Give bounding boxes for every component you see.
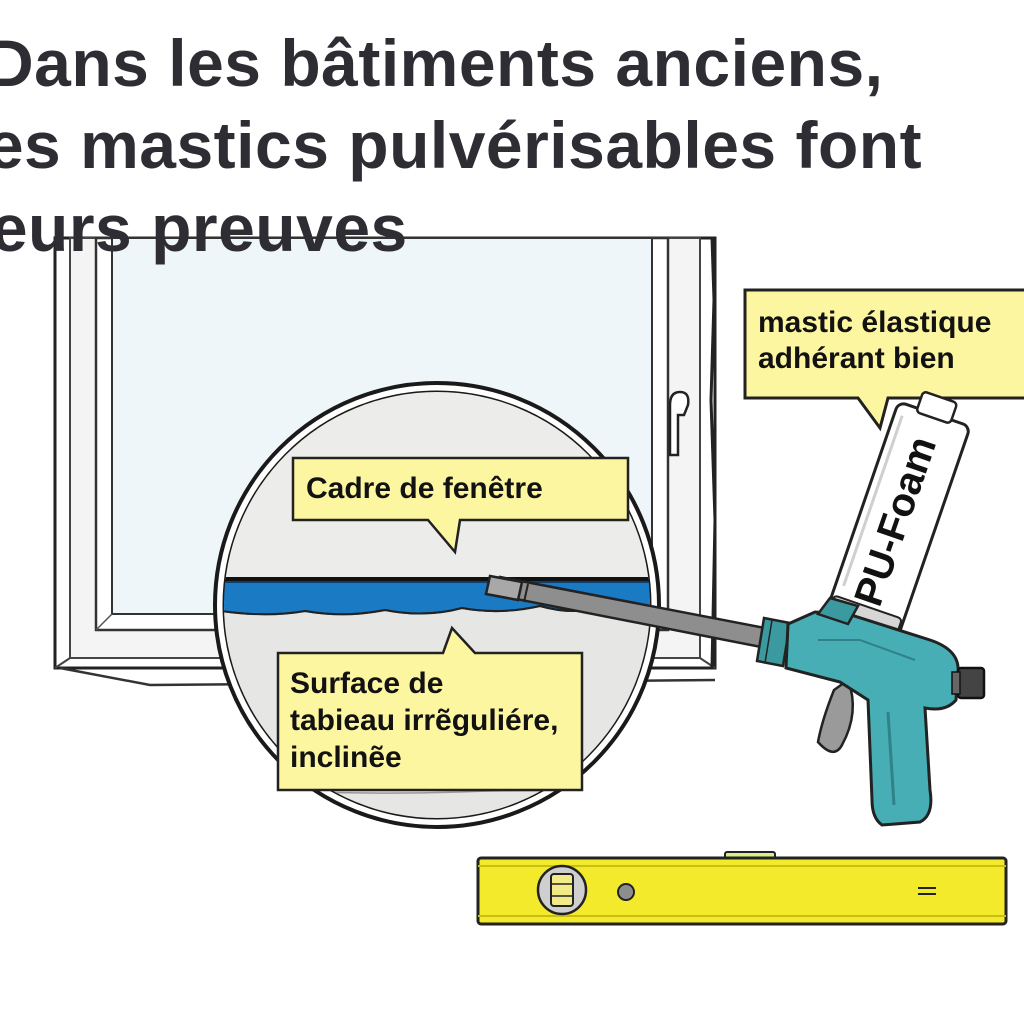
surface-callout-line-3: inclinẽe xyxy=(290,741,402,774)
magnifier-lens xyxy=(213,381,661,829)
foam-gun xyxy=(484,574,986,827)
gun-rear-knob xyxy=(956,666,986,700)
window-handle xyxy=(668,390,690,457)
spirit-level xyxy=(476,851,1008,926)
surface-callout xyxy=(276,625,584,792)
gun-trigger xyxy=(816,678,854,753)
gun-nozzle-tip xyxy=(484,574,524,602)
frame-callout-text: Cadre de fenêtre xyxy=(306,472,543,505)
level-hole xyxy=(617,883,635,901)
frame-edge xyxy=(224,577,650,582)
can-top xyxy=(915,391,958,424)
sealant-callout xyxy=(743,288,1024,432)
surface-callout-line-1: Surface de xyxy=(290,667,444,700)
sealant-callout-line-2: adhérant bien xyxy=(758,342,955,375)
frame-callout xyxy=(291,456,630,555)
surface-callout-line-2: tabieau irrẽguliére, xyxy=(290,704,559,737)
level-body xyxy=(476,856,1008,926)
sealant-callout-line-1: mastic élastique xyxy=(758,306,992,339)
gun-body xyxy=(784,610,960,827)
